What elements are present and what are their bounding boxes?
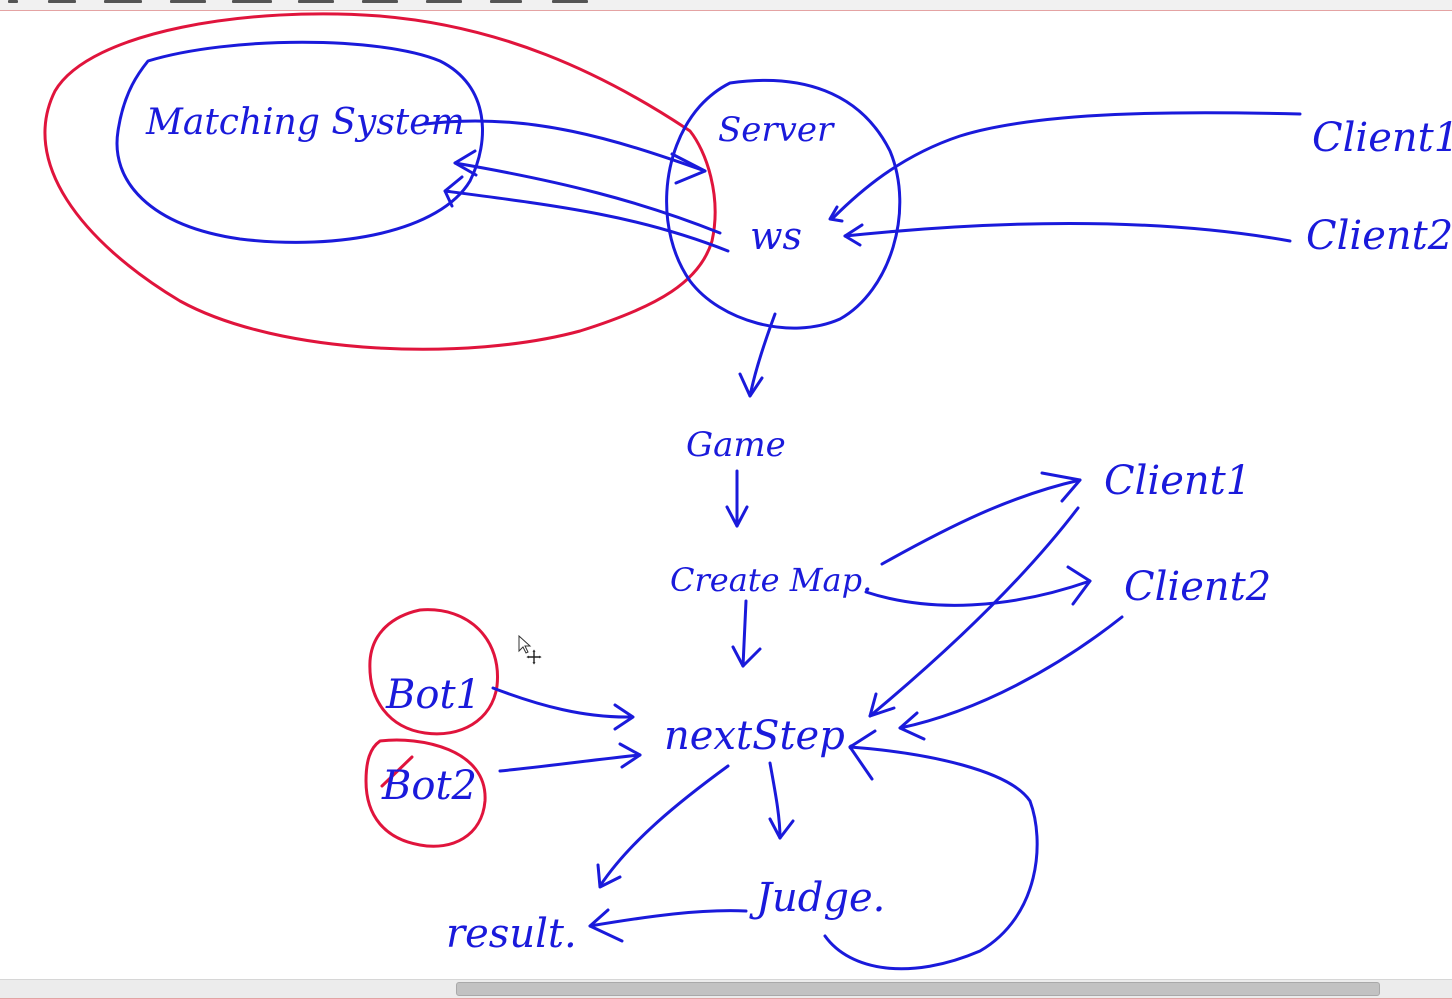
menu-item-stub[interactable] — [426, 0, 462, 3]
judge-loop-back — [823, 745, 1039, 971]
client1-top-arrowhead — [828, 205, 844, 223]
ws-label: ws — [750, 214, 802, 258]
game-label: Game — [686, 425, 786, 465]
map-to-client2-arrow — [864, 579, 1092, 607]
drawing-canvas[interactable]: Matching System Server ws Client1 Client… — [0, 11, 1452, 979]
menu-item-stub[interactable] — [104, 0, 142, 3]
client2-mid-to-nextstep — [898, 615, 1124, 730]
move-cursor-icon — [526, 649, 542, 665]
map-to-client1-arrow — [880, 478, 1082, 566]
horizontal-scrollbar[interactable] — [0, 982, 1452, 996]
matching-system-ellipse — [115, 40, 484, 244]
matching-system-label: Matching System — [145, 102, 465, 143]
client2-mid-to-nextstep-head — [898, 711, 926, 741]
ws-to-match-arrow-1 — [453, 161, 722, 235]
bot1-to-nextstep — [491, 686, 634, 719]
bot2-strike — [380, 755, 414, 788]
bot2-circle — [364, 738, 487, 848]
ws-to-match-arrowhead-2 — [443, 175, 464, 208]
match-to-server-arrowhead — [670, 152, 707, 185]
map-to-client2-arrowhead — [1066, 565, 1092, 606]
server-ellipse — [665, 78, 902, 330]
server-to-game-arrow — [748, 312, 777, 398]
client2-top-arrowhead — [843, 223, 864, 247]
judge-to-result — [588, 909, 748, 928]
create-map-label: Create Map. — [670, 561, 872, 599]
menu-item-stub[interactable] — [8, 0, 18, 3]
client1-mid-to-nextstep — [868, 506, 1080, 718]
menu-items-strip — [0, 0, 1452, 8]
judge-to-result-head — [588, 908, 624, 943]
ws-to-match-arrow-2 — [443, 189, 730, 253]
client1-top-label: Client1 — [1312, 115, 1452, 161]
cursor-overlay — [516, 633, 546, 668]
menu-bar[interactable] — [0, 0, 1452, 11]
client1-mid-label: Client1 — [1104, 458, 1251, 504]
client2-mid-label: Client2 — [1124, 564, 1271, 610]
menu-item-stub[interactable] — [298, 0, 334, 3]
server-to-game-arrowhead — [738, 372, 764, 398]
bot1-to-nextstep-head — [613, 703, 635, 731]
map-to-nextstep-arrowhead — [731, 645, 762, 668]
bot2-to-nextstep-head — [618, 742, 642, 769]
sketch-diagram: Matching System Server ws Client1 Client… — [43, 12, 1452, 971]
result-label: result. — [446, 911, 577, 957]
nextstep-to-result-head — [596, 863, 622, 889]
nextstep-to-result — [598, 764, 730, 888]
nextstep-to-judge — [768, 761, 782, 840]
bot2-to-nextstep — [498, 753, 642, 773]
red-highlight-loop — [43, 12, 717, 351]
nextstep-to-judge-head — [768, 817, 795, 840]
bot1-label: Bot1 — [385, 672, 481, 718]
client1-top-arrow — [830, 111, 1302, 221]
menu-item-stub[interactable] — [232, 0, 272, 3]
scrollbar-thumb[interactable] — [456, 982, 1380, 996]
menu-item-stub[interactable] — [490, 0, 522, 3]
menu-item-stub[interactable] — [170, 0, 206, 3]
bot2-label: Bot2 — [381, 763, 477, 809]
menu-item-stub[interactable] — [48, 0, 76, 3]
server-label: Server — [718, 110, 835, 150]
game-to-map-arrowhead — [725, 505, 749, 528]
judge-loop-back-head — [848, 729, 877, 781]
client1-mid-to-nextstep-head — [868, 692, 896, 718]
map-to-client1-arrowhead — [1040, 471, 1082, 503]
bot1-circle — [368, 608, 499, 736]
arrow-pointer-icon — [518, 634, 532, 654]
client2-top-arrow — [843, 222, 1292, 243]
nextstep-label: nextStep. — [664, 713, 858, 759]
client2-top-label: Client2 — [1306, 213, 1452, 259]
menu-item-stub[interactable] — [362, 0, 398, 3]
menu-item-stub[interactable] — [552, 0, 588, 3]
judge-label: Judge. — [749, 875, 885, 921]
ws-to-match-arrowhead-1 — [453, 149, 478, 177]
match-to-server-arrow — [423, 119, 707, 173]
bottom-scrollbar-area — [0, 979, 1452, 999]
map-to-nextstep-arrow — [741, 599, 748, 668]
